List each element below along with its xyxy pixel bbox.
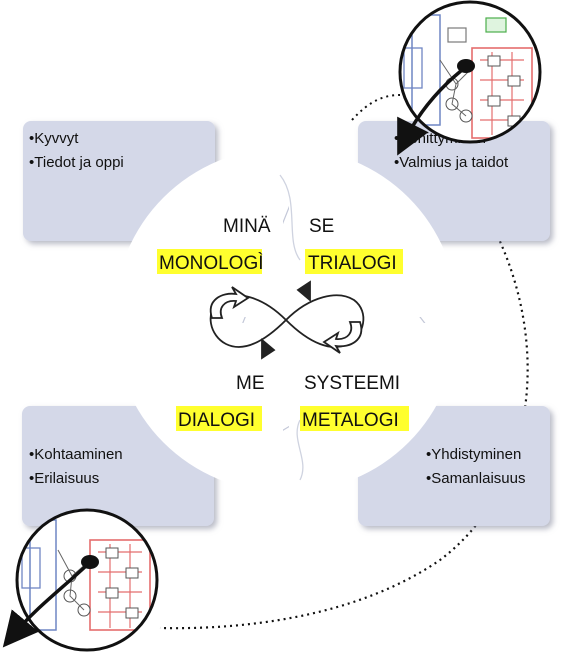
highlight-monologi <box>157 249 262 274</box>
term-metalogi: METALOGI <box>302 410 399 431</box>
network-lens-icon <box>397 0 542 156</box>
highlight-trialogi <box>305 249 403 274</box>
box-bottom-right-bullet-2: •Samanlaisuus <box>426 470 525 487</box>
box-bottom-left-bullet-1: •Kohtaaminen <box>29 446 123 463</box>
box-top-left-bullet-2: •Tiedot ja oppi <box>29 154 124 171</box>
term-trialogi: TRIALOGI <box>308 253 397 274</box>
network-lens-icon <box>2 508 159 652</box>
dotted-arc-upper <box>351 94 401 121</box>
highlight-metalogi <box>300 406 409 431</box>
label-mina: MINÄ <box>223 216 271 237</box>
box-bottom-left-bullet-2: •Erilaisuus <box>29 470 99 487</box>
box-top-right-bullet-2: •Valmius ja taidot <box>394 154 509 171</box>
term-dialogi: DIALOGI <box>178 410 255 431</box>
dotted-arc-right <box>159 129 529 630</box>
label-se: SE <box>309 216 334 237</box>
highlight-dialogi <box>176 406 262 431</box>
term-monologi: MONOLOGÌ <box>159 253 264 274</box>
circle-ghost-sketch <box>279 174 304 481</box>
label-me: ME <box>236 373 265 394</box>
quadrant-top-left <box>114 148 283 317</box>
infinity-loop-arrows-icon <box>209 280 365 360</box>
box-top-left-bullet-1: •Kyvvyt <box>29 130 79 147</box>
box-bottom-right-bullet-1: •Yhdistyminen <box>426 446 521 463</box>
label-systeemi: SYSTEEMI <box>304 373 400 394</box>
quadrant-top-right <box>289 148 458 317</box>
